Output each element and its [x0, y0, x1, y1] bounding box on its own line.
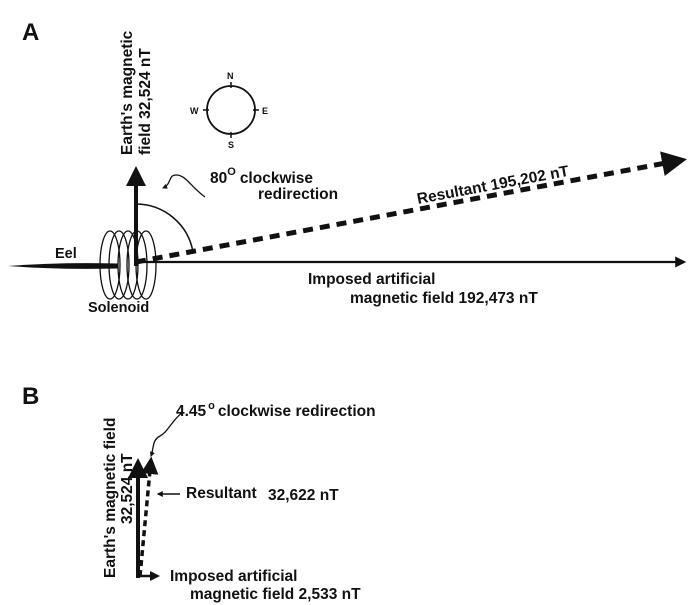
compass-rose: N E S W: [190, 71, 268, 150]
resultant-label: Resultant 195,202 nT: [416, 163, 571, 208]
earth-field-label-b-line1: Earth's magnetic field: [102, 418, 119, 578]
angle-degree-mark-b: o: [208, 400, 215, 412]
imposed-field-label-b-line2: magnetic field 2,533 nT: [190, 586, 361, 603]
panel-b: B Earth's magnetic field 32,524 nT Impos…: [22, 383, 376, 603]
earth-field-label-line1: Earth's magnetic: [119, 30, 136, 155]
angle-value: 80: [210, 170, 227, 187]
imposed-field-label-line1: Imposed artificial: [308, 271, 435, 288]
solenoid-coil: [99, 230, 157, 300]
eel-body: [8, 263, 118, 269]
angle-label-rest-b: clockwise redirection: [218, 403, 376, 420]
panel-a: A Eel Solenoid Earth's magnetic field 32…: [8, 19, 687, 316]
angle-label-rest: clockwise: [240, 170, 314, 187]
angle-pointer: [162, 174, 206, 198]
compass-e: E: [262, 106, 268, 116]
compass-ring: [206, 85, 256, 135]
resultant-vector: [135, 151, 687, 265]
resultant-vector-b: [138, 456, 159, 577]
angle-pointer-b: [150, 411, 184, 457]
earth-field-label-line2: field 32,524 nT: [137, 48, 154, 155]
solenoid-label: Solenoid: [88, 300, 149, 316]
imposed-field-label-b-line1: Imposed artificial: [170, 568, 297, 585]
panel-b-letter: B: [22, 383, 39, 410]
compass-w: W: [190, 106, 199, 116]
compass-s: S: [228, 140, 234, 150]
resultant-value-b: 32,622 nT: [268, 487, 339, 504]
panel-a-letter: A: [22, 19, 39, 46]
angle-arc: [135, 203, 194, 253]
compass-n: N: [227, 71, 234, 81]
resultant-label-b: Resultant: [186, 485, 257, 502]
imposed-field-label-line2: magnetic field 192,473 nT: [350, 290, 538, 307]
eel-label: Eel: [55, 246, 77, 262]
earth-field-label-b-line2: 32,524 nT: [119, 453, 136, 524]
angle-value-b: 4.45: [176, 403, 207, 420]
angle-degree-mark: O: [227, 166, 236, 178]
angle-label-line2: redirection: [258, 186, 338, 203]
